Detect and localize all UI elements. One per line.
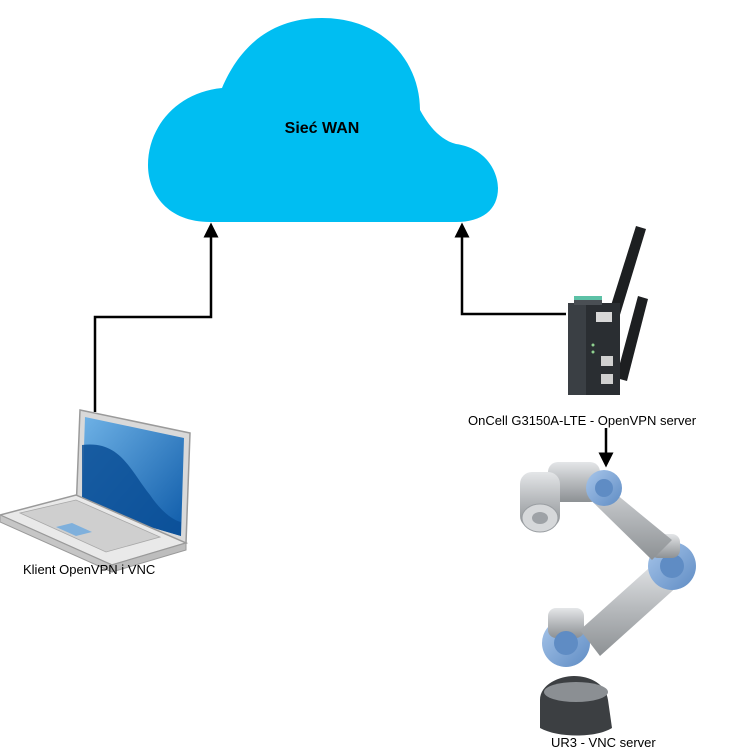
laptop-icon (0, 409, 191, 573)
router-to-wan-connector (454, 222, 566, 316)
robot-label: UR3 - VNC server (551, 735, 656, 750)
client-label: Klient OpenVPN i VNC (23, 562, 156, 577)
lte-router-icon (568, 226, 648, 395)
client-to-wan-connector (93, 222, 219, 412)
router-label: OnCell G3150A-LTE - OpenVPN server (467, 413, 698, 428)
wan-cloud (148, 18, 498, 222)
wan-cloud-label: Sieć WAN (284, 120, 360, 137)
robot-arm-icon (520, 462, 696, 736)
